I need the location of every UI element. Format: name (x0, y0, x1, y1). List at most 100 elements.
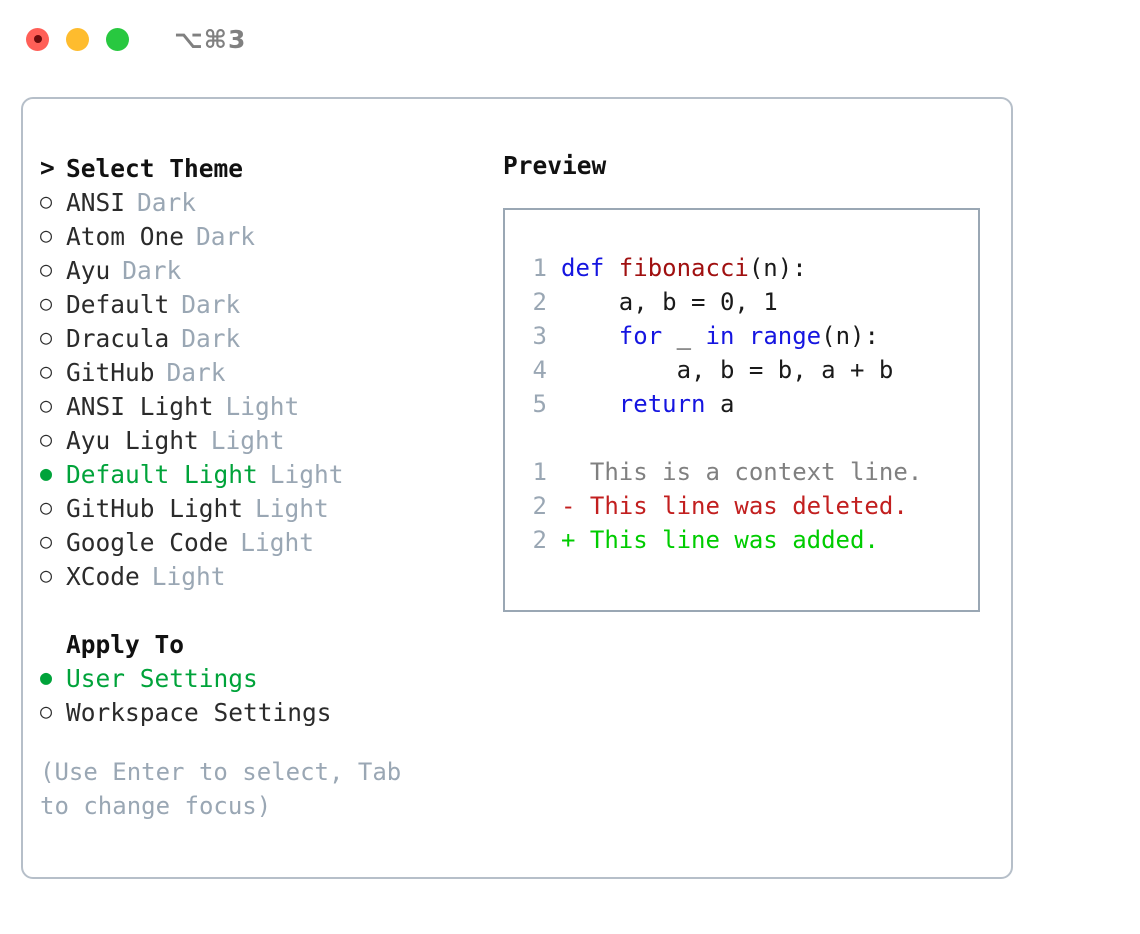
diff-line-text: + This line was added. (561, 526, 879, 554)
theme-item-badge: Dark (181, 289, 241, 319)
code-line: 1 def fibonacci(n): (505, 254, 978, 288)
minimize-light-icon[interactable] (66, 27, 89, 51)
theme-item-badge: Dark (166, 357, 226, 387)
radio-unselected-icon: ○ (40, 325, 53, 349)
preview-title: Preview (503, 151, 607, 180)
theme-item-atom-one[interactable]: ○ Atom One Dark (40, 219, 470, 253)
theme-item-label: Ayu (66, 255, 111, 285)
theme-item-label: Default (66, 289, 170, 319)
diff-line-number: 2 (532, 526, 547, 554)
diff-line-text: - This line was deleted. (561, 492, 908, 520)
radio-selected-icon: ● (40, 665, 53, 689)
diff-line-del: 2 - This line was deleted. (505, 492, 978, 526)
code-line-text: return a (618, 390, 735, 418)
prompt-caret-icon: > (40, 152, 70, 182)
theme-item-label: Dracula (66, 323, 170, 353)
theme-item-google-code[interactable]: ○ Google Code Light (40, 525, 470, 559)
code-line-text: for _ in range(n): (618, 322, 879, 350)
code-line: 3 for _ in range(n): (505, 322, 978, 356)
theme-item-badge: Light (225, 391, 300, 421)
radio-unselected-icon: ○ (40, 359, 53, 383)
radio-unselected-icon: ○ (40, 699, 53, 723)
diff-sample: 1 This is a context line.2- This line wa… (505, 458, 978, 560)
apply-to-option-workspace-settings[interactable]: ○ Workspace Settings (40, 695, 470, 729)
theme-item-label: ANSI (66, 187, 126, 217)
code-line: 2 a, b = 0, 1 (505, 288, 978, 322)
diff-line-add: 2 + This line was added. (505, 526, 978, 560)
theme-item-label: Default Light (66, 459, 258, 489)
theme-item-xcode[interactable]: ○ XCode Light (40, 559, 470, 593)
list-spacer (40, 593, 470, 627)
radio-unselected-icon: ○ (40, 393, 53, 417)
apply-to-option-label: Workspace Settings (66, 697, 332, 727)
theme-item-badge: Light (240, 527, 315, 557)
code-line: 5 return a (505, 390, 978, 424)
theme-item-badge: Light (269, 459, 344, 489)
code-line-number: 4 (532, 356, 547, 384)
theme-item-default[interactable]: ○ Default Dark (40, 287, 470, 321)
theme-item-label: Google Code (66, 527, 229, 557)
radio-unselected-icon: ○ (40, 291, 53, 315)
code-line: 4 a, b = b, a + b (505, 356, 978, 390)
title-bar: ⌥⌘3 (0, 0, 1140, 78)
theme-item-default-light[interactable]: ● Default Light Light (40, 457, 470, 491)
theme-item-github-light[interactable]: ○ GitHub Light Light (40, 491, 470, 525)
apply-to-title: Apply To (66, 629, 185, 659)
radio-unselected-icon: ○ (40, 189, 53, 213)
theme-item-label: Ayu Light (66, 425, 199, 455)
radio-unselected-icon: ○ (40, 529, 53, 553)
code-line-number: 3 (532, 322, 547, 350)
diff-line-context: 1 This is a context line. (505, 458, 978, 492)
apply-to-option-user-settings[interactable]: ● User Settings (40, 661, 470, 695)
theme-item-ansi[interactable]: ○ ANSI Dark (40, 185, 470, 219)
apply-to-option-label: User Settings (66, 663, 258, 693)
theme-item-badge: Dark (122, 255, 182, 285)
radio-unselected-icon: ○ (40, 257, 53, 281)
diff-line-number: 2 (532, 492, 547, 520)
maximize-light-icon[interactable] (106, 27, 129, 51)
theme-list-header: > Select Theme (40, 151, 470, 185)
theme-item-label: XCode (66, 561, 140, 591)
radio-unselected-icon: ○ (40, 563, 53, 587)
theme-item-badge: Dark (196, 221, 256, 251)
radio-unselected-icon: ○ (40, 223, 53, 247)
code-line-number: 2 (532, 288, 547, 316)
window-controls (26, 27, 129, 51)
theme-item-label: ANSI Light (66, 391, 214, 421)
theme-item-badge: Dark (137, 187, 197, 217)
radio-unselected-icon: ○ (40, 427, 53, 451)
theme-list-title: Select Theme (66, 153, 244, 183)
keyboard-shortcut-label: ⌥⌘3 (174, 24, 247, 54)
diff-line-number: 1 (532, 458, 547, 486)
theme-item-ayu-light[interactable]: ○ Ayu Light Light (40, 423, 470, 457)
theme-item-label: GitHub (66, 357, 155, 387)
keyboard-hint: (Use Enter to select, Tab to change focu… (40, 758, 416, 820)
theme-item-ansi-light[interactable]: ○ ANSI Light Light (40, 389, 470, 423)
theme-item-badge: Light (151, 561, 226, 591)
code-line-number: 5 (532, 390, 547, 418)
code-line-text: a, b = 0, 1 (561, 288, 778, 316)
theme-item-github[interactable]: ○ GitHub Dark (40, 355, 470, 389)
theme-item-dracula[interactable]: ○ Dracula Dark (40, 321, 470, 355)
radio-selected-icon: ● (40, 461, 53, 485)
radio-unselected-icon: ○ (40, 495, 53, 519)
code-diff-spacer (505, 424, 978, 458)
code-line-text: def fibonacci(n): (561, 254, 807, 282)
apply-to-list: ● User Settings ○ Workspace Settings (40, 661, 470, 729)
theme-item-ayu[interactable]: ○ Ayu Dark (40, 253, 470, 287)
code-line-text: a, b = b, a + b (561, 356, 894, 384)
code-line-number: 1 (532, 254, 547, 282)
theme-item-badge: Light (210, 425, 285, 455)
theme-item-label: Atom One (66, 221, 185, 251)
close-light-icon[interactable] (26, 27, 49, 51)
theme-item-badge: Light (255, 493, 329, 523)
theme-item-label: GitHub Light (66, 493, 244, 523)
theme-item-badge: Dark (181, 323, 241, 353)
